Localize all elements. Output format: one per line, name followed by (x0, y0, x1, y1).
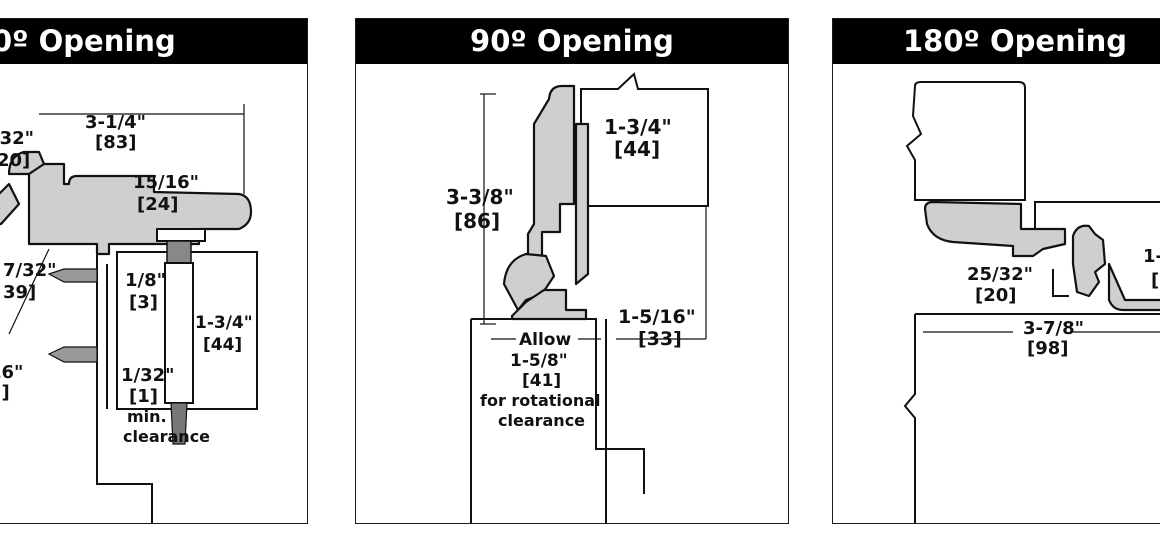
dim-label: min. (127, 407, 167, 426)
panel-90-opening: 90º Opening 1-3/4" [44] 3-3/8" [86] 1-5/… (355, 18, 789, 524)
dim-label: [86] (454, 209, 500, 233)
dim-label: [1] (129, 386, 158, 407)
panel-0-opening: 0º Opening /32" 20] 3-1/4" [83] 15/16" [… (0, 18, 308, 524)
dim-label: 20] (0, 150, 30, 171)
dim-label: [33] (638, 328, 682, 350)
dim-label: 1-3/4" (604, 115, 672, 139)
panel-180-opening: 180º Opening 25/32" [20] 3-7/8" [98] 1- … (832, 18, 1160, 524)
dim-label: 1/8" (125, 270, 166, 291)
dim-label: 1-5/16" (618, 306, 696, 328)
dim-label: [ (1151, 270, 1159, 291)
diagram-90-opening: 1-3/4" [44] 3-3/8" [86] 1-5/16" [33] All… (446, 72, 709, 523)
dim-label: [44] (203, 335, 242, 355)
dim-label: Allow (519, 330, 571, 350)
dim-label: 3-7/8" (1023, 318, 1084, 339)
dim-label: 3-3/8" (446, 185, 514, 209)
panel-title: 90º Opening (356, 19, 788, 64)
dim-label: for rotational (480, 391, 601, 410)
dim-label: 1- (1143, 246, 1160, 267)
dim-label: 16" (0, 362, 23, 383)
dim-label: 1/32" (121, 365, 175, 386)
dim-label: 2] (0, 382, 10, 403)
dim-label: [41] (522, 371, 561, 391)
dim-label: 1-5/8" (510, 351, 568, 371)
dim-label: 3-1/4" (85, 112, 146, 133)
dim-label: 39] (3, 282, 36, 303)
dim-label: [98] (1027, 338, 1069, 359)
dim-label: clearance (123, 427, 210, 446)
diagram-180-opening: 25/32" [20] 3-7/8" [98] 1- [ (903, 81, 1160, 523)
diagram-0-opening: /32" 20] 3-1/4" [83] 15/16" [24] 7/32" 3… (0, 104, 258, 523)
dim-label: 7/32" (3, 260, 57, 281)
dim-label: [24] (137, 194, 179, 215)
dim-label: 25/32" (967, 264, 1033, 285)
panel-title: 180º Opening (833, 19, 1160, 64)
dim-label: 1-3/4" (195, 313, 253, 333)
dim-label: /32" (0, 128, 34, 149)
dim-label: [3] (129, 292, 158, 313)
panel-title: 0º Opening (0, 19, 307, 64)
dim-label: [20] (975, 285, 1017, 306)
dim-label: [44] (614, 137, 660, 161)
dim-label: [83] (95, 132, 137, 153)
dim-label: clearance (498, 411, 585, 430)
dim-label: 15/16" (133, 172, 199, 193)
